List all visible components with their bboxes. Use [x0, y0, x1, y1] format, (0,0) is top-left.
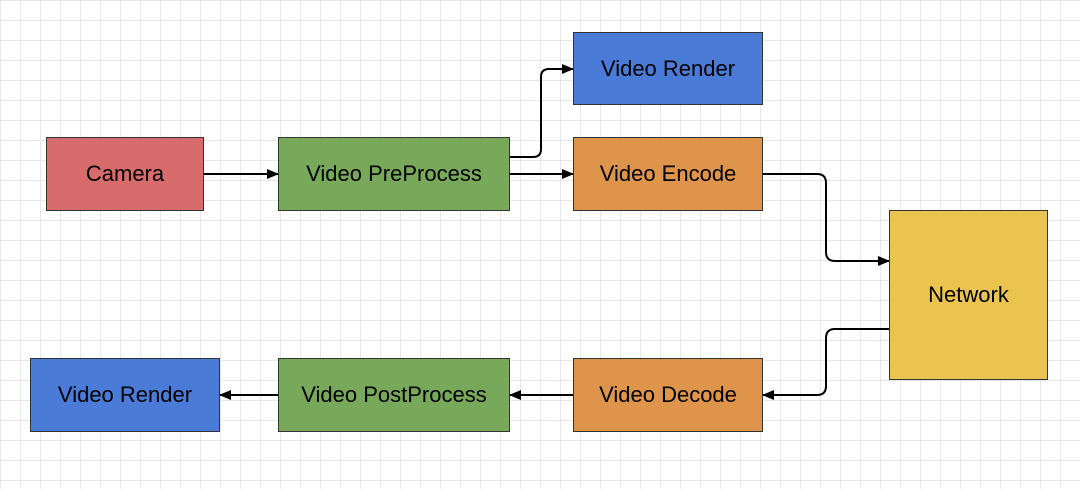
node-video-render-bottom[interactable]: Video Render	[30, 358, 220, 432]
node-label: Video Decode	[599, 382, 737, 407]
node-video-postprocess[interactable]: Video PostProcess	[278, 358, 510, 432]
node-video-decode[interactable]: Video Decode	[573, 358, 763, 432]
edge-encode-to-network	[763, 173, 890, 266]
node-label: Network	[928, 282, 1009, 307]
edge-preprocess-to-render-top	[510, 64, 574, 158]
node-label: Video PostProcess	[301, 382, 487, 407]
node-video-preprocess[interactable]: Video PreProcess	[278, 137, 510, 211]
node-label: Camera	[85, 161, 165, 186]
node-label: Video Render	[57, 382, 193, 407]
edge-network-to-decode	[762, 328, 889, 400]
node-label: Video Render	[600, 55, 736, 81]
node-video-render-top[interactable]: Video Render	[573, 32, 763, 105]
node-label: Video Encode	[599, 161, 737, 186]
node-label: Video PreProcess	[306, 161, 482, 186]
node-camera[interactable]: Camera	[46, 137, 204, 211]
node-network[interactable]: Network	[889, 210, 1048, 380]
node-video-encode[interactable]: Video Encode	[573, 137, 763, 211]
